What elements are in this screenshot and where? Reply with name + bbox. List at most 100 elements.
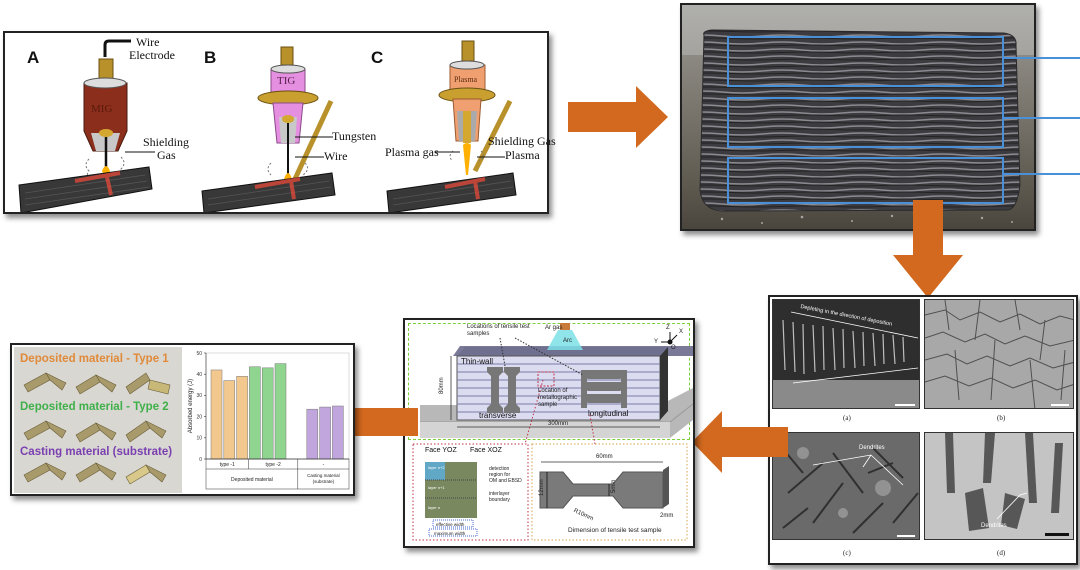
bent-specimens bbox=[23, 372, 171, 485]
callout-wire-tig: Wire bbox=[324, 149, 348, 163]
bar-3-2 bbox=[319, 406, 331, 460]
callout-gas: Gas bbox=[157, 148, 176, 162]
y-tick-label: 0 bbox=[199, 457, 202, 463]
callout-wire: Wire bbox=[136, 35, 160, 49]
region-leader-middle bbox=[1002, 117, 1080, 119]
tig-torch-icon bbox=[201, 46, 336, 212]
x-group-label: Deposited material bbox=[231, 477, 273, 483]
label-detection-3: OM and EBSD bbox=[489, 478, 522, 484]
micrograph-c-texture bbox=[773, 433, 919, 539]
label-ar-gas: Ar gas bbox=[545, 325, 563, 331]
label-layer-n1: layer n+1 bbox=[428, 485, 445, 490]
axis-x-label: X bbox=[679, 329, 684, 335]
highlight-region-middle bbox=[727, 97, 1004, 148]
mig-torch-icon bbox=[18, 39, 155, 212]
label-interlayer-2: boundary bbox=[489, 497, 510, 503]
callout-shielding-gas: Shielding Gas bbox=[488, 134, 556, 148]
deposited-block-photo bbox=[680, 3, 1036, 231]
x-group-label: Casting material bbox=[307, 473, 340, 478]
y-tick-label: 40 bbox=[196, 372, 202, 378]
chart-y-axis-label: Absorbed energy (J) bbox=[188, 379, 194, 433]
label-height: 80mm bbox=[439, 377, 445, 394]
y-tick-label: 30 bbox=[196, 393, 202, 399]
highlight-region-bottom bbox=[727, 157, 1004, 204]
bar-1-1 bbox=[210, 369, 223, 460]
y-tick-label: 20 bbox=[196, 414, 202, 420]
plasma-torch-icon bbox=[386, 40, 517, 212]
category-table-frame bbox=[205, 458, 350, 490]
thin-wall-schematic-panel: Locations of tensile test samples Ar gas… bbox=[403, 318, 695, 548]
x-group-label: (substrate) bbox=[313, 479, 335, 484]
axes-icon bbox=[661, 332, 678, 345]
callout-tungsten: Tungsten bbox=[332, 129, 377, 143]
label-tensile-locations-2: samples bbox=[467, 331, 490, 337]
caption-a: (a) bbox=[843, 414, 851, 422]
label-thickness: 2mm bbox=[660, 513, 674, 519]
label-thin-wall: Thin-wall bbox=[461, 357, 494, 366]
axis-z-label: Z bbox=[666, 325, 670, 331]
annotation-dendrites-d: Dendrites bbox=[981, 523, 1007, 529]
micrograph-a-texture bbox=[773, 300, 919, 408]
label-effective-width: effective width bbox=[436, 522, 465, 527]
micrographs-panel: Depleting in the direction of deposition… bbox=[768, 295, 1078, 565]
callout-plasma-gas: Plasma gas bbox=[385, 145, 439, 159]
highlight-region-top bbox=[727, 36, 1004, 87]
process-a-letter: A bbox=[27, 48, 40, 67]
label-metallo-3: sample bbox=[538, 402, 558, 408]
bar-1-2 bbox=[223, 380, 236, 460]
bar-1-3 bbox=[236, 376, 248, 460]
x-subgroup-label: type -2 bbox=[266, 462, 282, 468]
welding-processes-figure: A B C bbox=[3, 31, 556, 214]
caption-type1: Deposited material - Type 1 bbox=[20, 353, 169, 365]
wall-frame bbox=[408, 323, 690, 440]
label-face-yoz: Face YOZ bbox=[425, 447, 457, 454]
bar-3-1 bbox=[306, 408, 319, 460]
impact-test-panel: Deposited material - Type 1 Deposited ma… bbox=[10, 343, 355, 496]
y-tick-label: 10 bbox=[196, 436, 202, 442]
bar-3-3 bbox=[332, 405, 344, 460]
x-subgroup-label: - bbox=[323, 462, 325, 468]
callout-plasma: Plasma bbox=[505, 148, 540, 162]
label-gauge-width: 5mm bbox=[611, 479, 617, 493]
micrograph-a: Depleting in the direction of deposition bbox=[772, 299, 920, 409]
micrograph-b bbox=[924, 299, 1074, 409]
bar-2-2 bbox=[261, 367, 274, 460]
region-leader-bottom bbox=[1002, 173, 1080, 175]
label-tensile-locations: Locations of tensile test bbox=[467, 324, 530, 330]
x-subgroup-label: type -1 bbox=[220, 462, 236, 468]
arrow-right-icon bbox=[568, 86, 668, 148]
label-layer-n2: layer n+2 bbox=[428, 465, 445, 470]
callout-electrode: Electrode bbox=[129, 48, 175, 62]
callout-shielding: Shielding bbox=[143, 135, 190, 149]
plasma-torch-label: Plasma bbox=[454, 75, 478, 84]
arrow-down-icon bbox=[893, 200, 963, 298]
transverse-samples bbox=[487, 367, 520, 413]
caption-c: (c) bbox=[843, 549, 851, 557]
micrograph-c: Dendrites bbox=[772, 432, 920, 540]
annotation-dendrites-c: Dendrites bbox=[859, 445, 885, 451]
caption-d: (d) bbox=[997, 549, 1006, 557]
label-grip-width: 12mm bbox=[539, 479, 545, 496]
process-c-letter: C bbox=[371, 48, 384, 67]
charpy-specimens-photo: Deposited material - Type 1 Deposited ma… bbox=[14, 347, 182, 493]
caption-b: (b) bbox=[997, 414, 1006, 422]
label-metallo-2: metallographic bbox=[538, 395, 578, 401]
label-layer-n: layer n bbox=[428, 505, 441, 510]
caption-type2: Deposited material - Type 2 bbox=[20, 401, 169, 413]
region-leader-top bbox=[1002, 57, 1080, 59]
micrograph-d: Dendrites bbox=[924, 432, 1074, 540]
arrow-left-icon bbox=[692, 411, 788, 473]
label-metallo-1: Location of bbox=[538, 388, 568, 394]
bar-2-3 bbox=[274, 363, 287, 460]
label-maximum-width: maximum width bbox=[434, 531, 466, 536]
label-arc: Arc bbox=[563, 338, 572, 344]
label-length: 300mm bbox=[548, 421, 569, 427]
label-face-xoz: Face XOZ bbox=[470, 447, 502, 454]
block-photo-image bbox=[682, 5, 1034, 229]
thin-wall-body bbox=[412, 323, 688, 541]
process-b-letter: B bbox=[204, 48, 217, 67]
label-interlayer-1: interlayer bbox=[489, 491, 510, 497]
axis-o-label: O bbox=[671, 345, 676, 351]
longitudinal-samples bbox=[581, 370, 627, 408]
